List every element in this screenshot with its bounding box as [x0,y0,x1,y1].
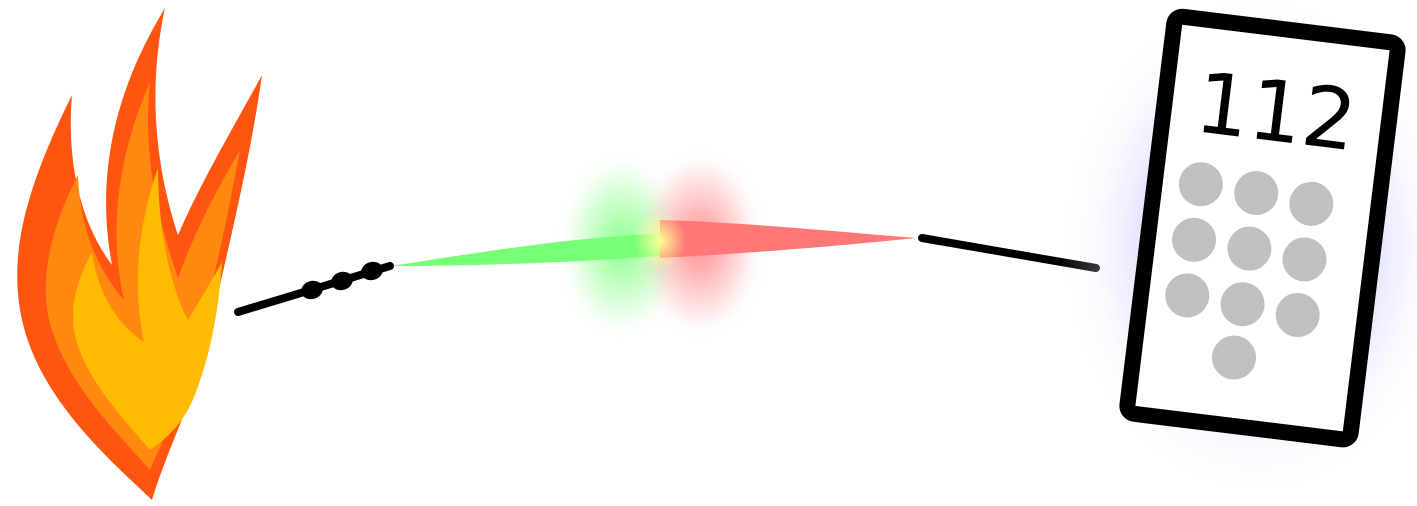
red-signal-beam [660,220,916,258]
signal-wire-left [238,259,390,312]
mobile-phone-icon: 112 [1126,16,1398,440]
wire-bead [329,269,355,293]
fire-icon [17,8,262,500]
signal-transmission [392,158,916,332]
phone-number-display: 112 [1191,53,1362,170]
signal-convergence-point [634,211,686,271]
wire-bead [359,259,385,283]
wire-bead [299,278,325,302]
